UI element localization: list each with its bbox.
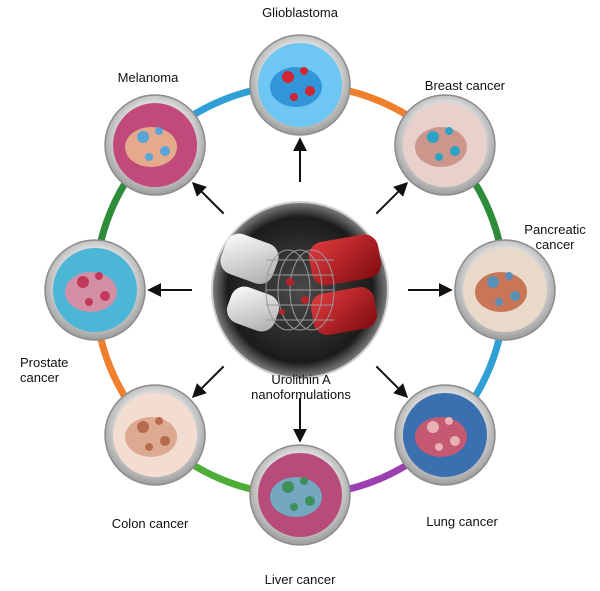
pancreatic-organ-icon: [475, 272, 527, 312]
nanoparticle-icon: [449, 435, 460, 446]
prostate-thumbnail: [44, 239, 146, 341]
nanoparticle-icon: [160, 146, 171, 157]
thumbnail-rim: [249, 34, 351, 136]
nanoparticle-icon: [137, 420, 150, 433]
thumbnail-rim: [104, 384, 206, 486]
nanoparticle-icon: [434, 153, 443, 162]
thumbnail-rim: [394, 384, 496, 486]
nanoparticle-icon: [495, 298, 503, 306]
label-breast-cancer: Breast cancer: [424, 78, 505, 93]
label-lung-cancer: Lung cancer: [426, 514, 498, 529]
nanoparticle-icon: [290, 503, 298, 511]
nanoparticle-icon: [160, 435, 171, 446]
center-label: Urolithin A nanoformulations: [236, 372, 366, 402]
nanoparticle-icon: [137, 131, 150, 144]
nanoparticle-icon: [155, 127, 164, 136]
label-liver-cancer: Liver cancer: [264, 572, 336, 587]
label-prostate-line2: cancer: [20, 370, 60, 385]
thumbnail-rim: [104, 94, 206, 196]
arrow-to-melanoma: [191, 181, 225, 215]
label-prostate-cancer: Prostate cancer: [20, 355, 90, 385]
colon-thumbnail: [104, 384, 206, 486]
nanoparticle-icon: [305, 496, 315, 506]
thumbnail-rim: [394, 94, 496, 196]
pancreatic-thumbnail: [454, 239, 556, 341]
center-label-line1: Urolithin A: [271, 372, 331, 387]
red-capsule-icon: [308, 234, 382, 336]
nanoparticle-icon: [426, 420, 439, 433]
nanoparticle-icon: [85, 298, 93, 306]
nanoparticle-icon: [505, 272, 513, 280]
node-group: [44, 34, 556, 546]
nanoparticle-icon: [282, 71, 294, 83]
lung-thumbnail: [394, 384, 496, 486]
prostate-organ-icon: [65, 272, 117, 312]
liver-thumbnail: [249, 444, 351, 546]
nanoparticle-icon: [290, 93, 298, 101]
label-pancreatic-line2: cancer: [535, 237, 575, 252]
glioblastoma-thumbnail: [249, 34, 351, 136]
label-melanoma: Melanoma: [117, 70, 179, 85]
nanoparticle-icon: [145, 442, 154, 451]
thumbnail-rim: [249, 444, 351, 546]
nanoparticle-icon: [444, 416, 453, 425]
melanoma-organ-icon: [125, 127, 178, 168]
nanoparticle-icon: [305, 86, 315, 96]
melanoma-thumbnail: [104, 94, 206, 196]
nanoparticle-icon: [426, 131, 439, 144]
center-capsule-image: [211, 201, 389, 379]
label-pancreatic-line1: Pancreatic: [524, 222, 586, 237]
nanoparticle-icon: [155, 416, 164, 425]
arrow-to-colon: [191, 365, 225, 399]
colon-organ-icon: [125, 416, 178, 457]
arrow-to-breast: [375, 181, 409, 215]
breast-thumbnail: [394, 94, 496, 196]
liver-organ-icon: [270, 477, 322, 517]
label-prostate-line1: Prostate: [20, 355, 69, 370]
lung-organ-icon: [414, 416, 467, 457]
label-pancreatic-cancer: Pancreatic cancer: [520, 222, 590, 252]
nanoparticle-icon: [444, 127, 453, 136]
nanoparticle-icon: [434, 442, 443, 451]
thumbnail-rim: [44, 239, 146, 341]
nanoparticle-icon: [77, 276, 89, 288]
nanoparticle-icon: [510, 291, 520, 301]
label-colon-cancer: Colon cancer: [111, 516, 189, 531]
label-glioblastoma: Glioblastoma: [262, 5, 338, 20]
arrow-group: [147, 137, 453, 443]
nanoparticle-icon: [95, 272, 103, 280]
glioblastoma-organ-icon: [270, 67, 322, 107]
nanoparticle-icon: [282, 481, 294, 493]
breast-organ-icon: [414, 127, 467, 168]
nanoparticle-icon: [300, 67, 308, 75]
nanoparticle-icon: [145, 153, 154, 162]
nanotube-icon: [265, 249, 335, 331]
nanoparticle-icon: [100, 291, 110, 301]
center-label-line2: nanoformulations: [251, 387, 351, 402]
thumbnail-rim: [454, 239, 556, 341]
nanoparticle-icon: [487, 276, 499, 288]
nanoparticle-icon: [449, 146, 460, 157]
nanoparticle-icon: [300, 477, 308, 485]
arrow-to-lung: [375, 365, 409, 399]
